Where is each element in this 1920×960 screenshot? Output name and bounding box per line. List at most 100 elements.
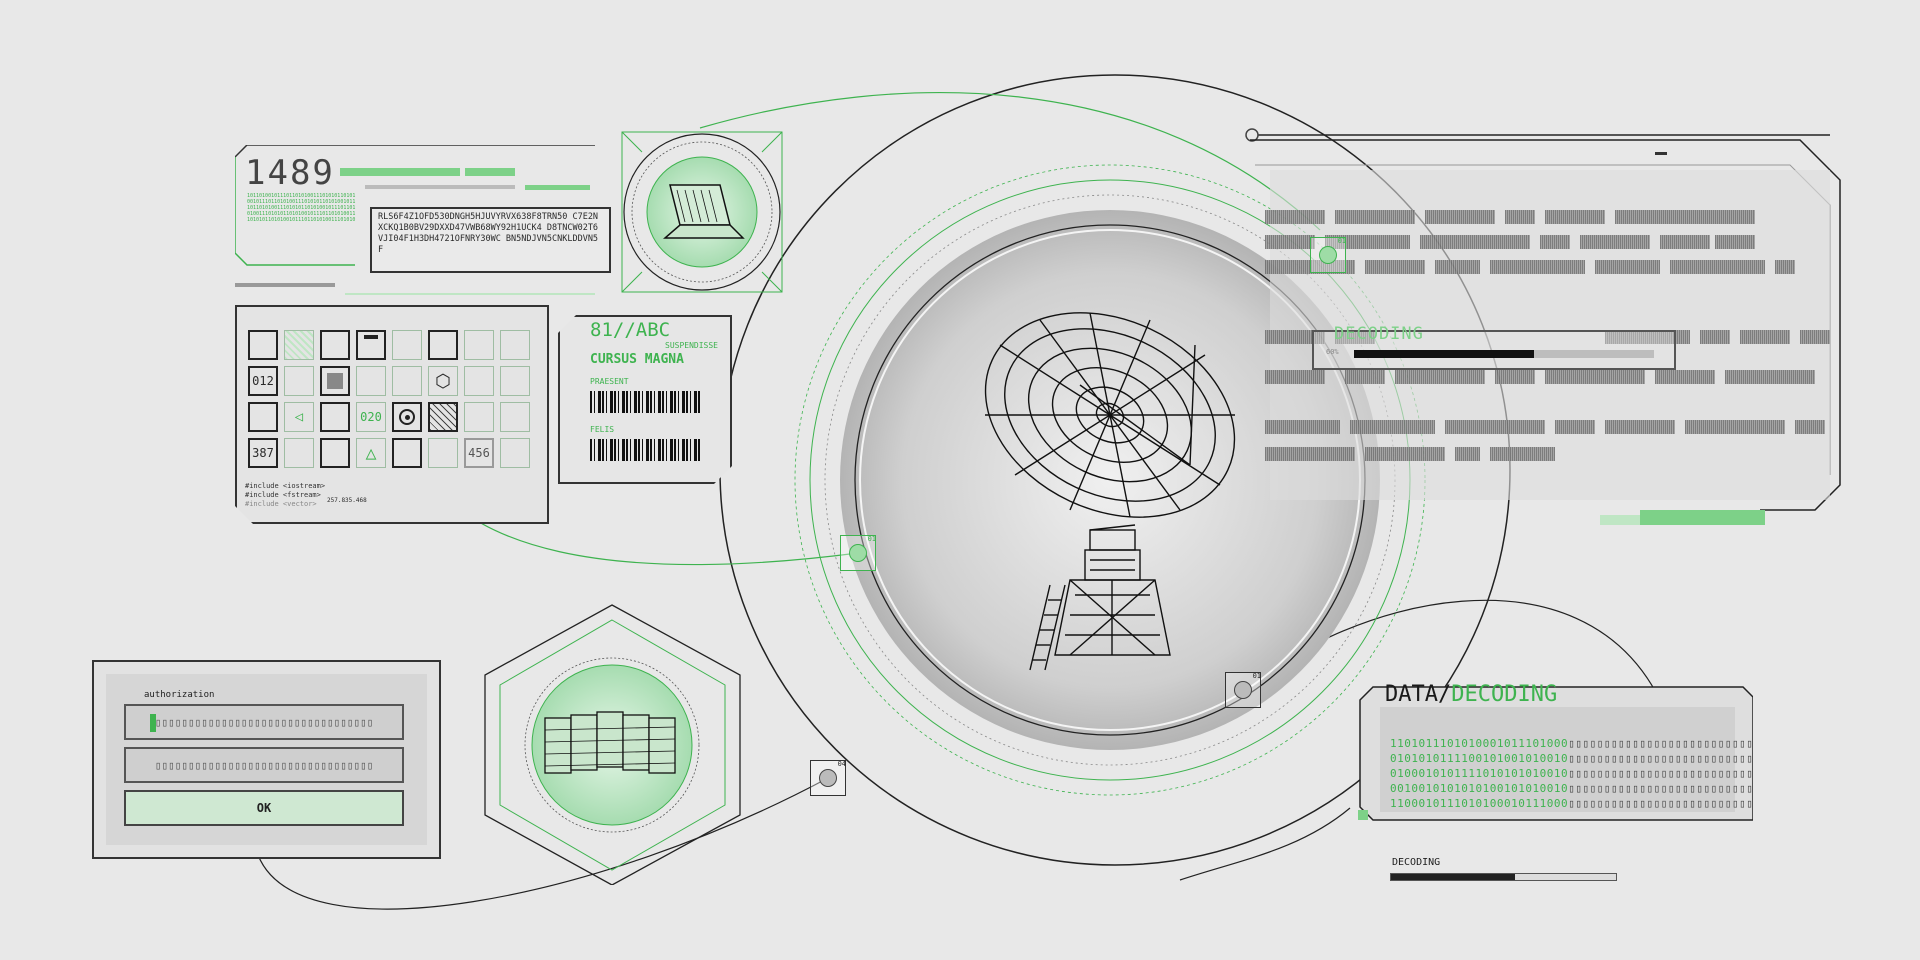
text-fragment <box>1365 260 1425 274</box>
decoding-percent: 60% <box>1326 348 1339 356</box>
card-label-felis: FELIS <box>590 425 615 434</box>
grid-cell[interactable] <box>464 366 494 396</box>
data-decoding-title: DATA/DECODING <box>1385 682 1557 707</box>
text-fragment <box>1655 370 1715 384</box>
grid-cell[interactable]: 387 <box>248 438 278 468</box>
text-fragment <box>1555 420 1595 434</box>
text-fragment <box>1325 235 1410 249</box>
grid-cell[interactable] <box>320 402 350 432</box>
grid-cell[interactable]: 020 <box>356 402 386 432</box>
grid-cell[interactable] <box>464 402 494 432</box>
grid-cell[interactable] <box>320 330 350 360</box>
ip-address: 257.835.468 <box>327 497 367 504</box>
text-cursor <box>150 714 156 732</box>
grid-cell[interactable] <box>320 366 350 396</box>
server-hexagon <box>484 604 741 885</box>
text-fragment <box>1605 330 1690 344</box>
grid-cell[interactable] <box>428 330 458 360</box>
grid-cell[interactable] <box>284 330 314 360</box>
grid-cell[interactable]: 456 <box>464 438 494 468</box>
grid-cell[interactable] <box>248 402 278 432</box>
binary-green: 0100010101111010101010010 <box>1390 767 1569 780</box>
text-fragment <box>1265 447 1355 461</box>
grid-cell[interactable] <box>392 366 422 396</box>
ok-button[interactable]: OK <box>124 790 404 826</box>
grid-cell[interactable] <box>428 438 458 468</box>
node-ring-icon <box>1319 246 1337 264</box>
grid-cell[interactable]: ◁ <box>284 402 314 432</box>
include-line: #include <vector> <box>245 500 317 508</box>
cell-label: 020 <box>360 410 382 424</box>
text-fragment <box>1660 235 1710 249</box>
grid-cell[interactable] <box>500 402 530 432</box>
text-fragment <box>1740 330 1790 344</box>
data-panel-frame <box>1358 686 1753 821</box>
username-value: ▯▯▯▯▯▯▯▯▯▯▯▯▯▯▯▯▯▯▯▯▯▯▯▯▯▯▯▯▯▯▯▯▯ <box>154 715 374 729</box>
barcode-1 <box>590 391 700 413</box>
grid-cell[interactable] <box>392 438 422 468</box>
text-fragment <box>1435 260 1480 274</box>
grid-cell[interactable] <box>500 330 530 360</box>
grid-cell[interactable] <box>284 366 314 396</box>
text-fragment <box>1540 235 1570 249</box>
badge-label: 04 <box>837 760 846 768</box>
node-ring-icon <box>849 544 867 562</box>
barcode-2 <box>590 439 700 461</box>
grid-cell[interactable]: △ <box>356 438 386 468</box>
grid-cell[interactable] <box>248 330 278 360</box>
node-badge[interactable]: 01 <box>840 535 876 571</box>
text-fragment <box>1685 420 1785 434</box>
include-list: #include <iostream> #include <fstream> #… <box>245 482 325 509</box>
small-decoding-track <box>1390 873 1617 881</box>
grid-cell[interactable]: ⬡ <box>428 366 458 396</box>
text-fragment <box>1265 370 1325 384</box>
grid-cell[interactable] <box>500 438 530 468</box>
binary-green: 0101010111100101001010010 <box>1390 752 1569 765</box>
bar-icon <box>364 335 378 339</box>
node-ring-icon <box>1234 681 1252 699</box>
decoding-label: DECODING <box>1334 324 1424 344</box>
grid-cell[interactable] <box>392 402 422 432</box>
code-text: RLS6F4Z1OFD530DNGH5HJUVYRVX638F8TRN50 C7… <box>370 207 611 273</box>
grid-cell[interactable] <box>320 438 350 468</box>
node-badge[interactable]: 04 <box>810 760 846 796</box>
text-fragment <box>1595 260 1660 274</box>
grid-cell[interactable] <box>500 366 530 396</box>
code-panel: 1489 10110100101110110101001110101011010… <box>235 145 611 295</box>
code-number: 1489 <box>245 153 335 193</box>
card-subtitle: SUSPENDISSE <box>665 341 718 350</box>
text-fragment <box>1490 260 1585 274</box>
small-decoding-fill <box>1391 874 1515 880</box>
data-title-a: DATA/ <box>1385 682 1452 707</box>
text-fragment <box>1670 260 1765 274</box>
code-panel-frame <box>235 145 595 295</box>
text-fragment <box>1265 330 1325 344</box>
text-fragment <box>1265 210 1325 224</box>
grid-cell[interactable]: 012 <box>248 366 278 396</box>
cell-label: 456 <box>468 446 490 460</box>
grid-cell[interactable] <box>464 330 494 360</box>
password-field[interactable]: ▯▯▯▯▯▯▯▯▯▯▯▯▯▯▯▯▯▯▯▯▯▯▯▯▯▯▯▯▯▯▯▯▯ <box>124 747 404 783</box>
grid-panel: 012 ⬡ ◁ 020 387 △ 456 #include <iostream> #inc… <box>235 305 549 524</box>
grid-cell[interactable] <box>392 330 422 360</box>
text-fragment <box>1425 210 1495 224</box>
decoding-progress-top: DECODING 60% <box>1312 324 1676 370</box>
text-fragment <box>1335 210 1415 224</box>
text-fragment <box>1345 370 1385 384</box>
text-fragment <box>1365 447 1445 461</box>
node-badge[interactable]: 01 <box>1225 672 1261 708</box>
text-fragment <box>1800 330 1830 344</box>
text-fragment <box>1775 260 1795 274</box>
username-field[interactable]: ▯▯▯▯▯▯▯▯▯▯▯▯▯▯▯▯▯▯▯▯▯▯▯▯▯▯▯▯▯▯▯▯▯ <box>124 704 404 740</box>
grid-cell[interactable] <box>428 402 458 432</box>
binary-green: 1101011101010001011101000 <box>1390 737 1569 750</box>
decoding-fill <box>1354 350 1534 358</box>
grid-cell[interactable] <box>356 366 386 396</box>
node-badge[interactable]: 01 <box>1310 237 1346 273</box>
grid-cell[interactable] <box>284 438 314 468</box>
password-value: ▯▯▯▯▯▯▯▯▯▯▯▯▯▯▯▯▯▯▯▯▯▯▯▯▯▯▯▯▯▯▯▯▯ <box>154 758 374 772</box>
text-fragment <box>1505 210 1535 224</box>
badge-label: 01 <box>867 535 876 543</box>
grid-cell[interactable] <box>356 330 386 360</box>
binary-gray: ▯▯▯▯▯▯▯▯▯▯▯▯▯▯▯▯▯▯▯▯▯▯▯▯▯▯ <box>1568 737 1754 750</box>
